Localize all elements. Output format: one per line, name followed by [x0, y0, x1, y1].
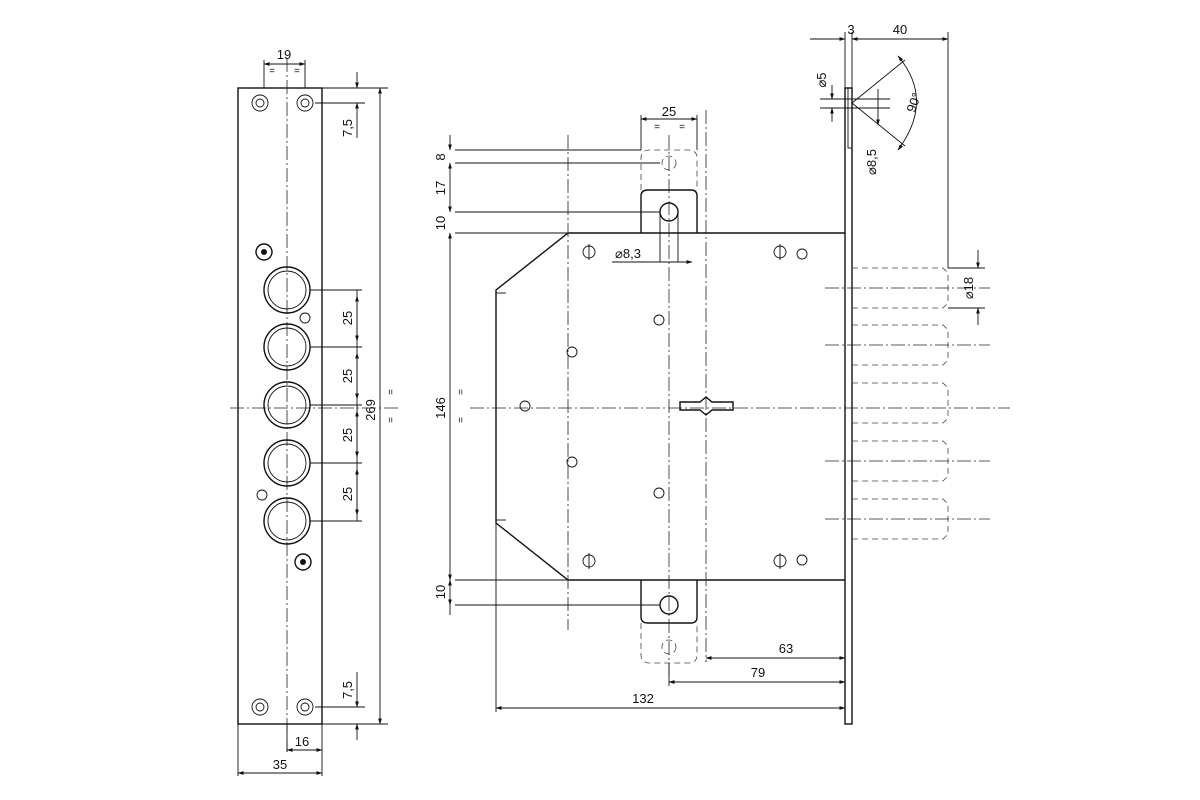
- corner-screw-holes: [251, 94, 314, 716]
- svg-text:=: =: [269, 66, 275, 77]
- dim-lock-bottom: 10: [433, 585, 448, 599]
- dim-plate-bottom-offset: 16: [295, 734, 309, 749]
- dim-plate-height: 269: [363, 399, 378, 421]
- dim-backset-79: 79: [751, 665, 765, 680]
- dim-plate-pitch-4: 25: [340, 487, 355, 501]
- faceplate-small-holes: [255, 243, 312, 571]
- dim-lock-hole-span: 25: [662, 104, 676, 119]
- svg-text:=: =: [386, 389, 397, 395]
- dim-lock-hole-dia: ⌀8,3: [615, 246, 641, 261]
- svg-text:=: =: [386, 417, 397, 423]
- dim-faceplate-thickness: 3: [847, 22, 854, 37]
- dim-plate-top-width: 19: [277, 47, 291, 62]
- dim-bolt-dia: ⌀18: [961, 277, 976, 299]
- dim-backset-63: 63: [779, 641, 793, 656]
- dim-plate-edge-top: 7,5: [340, 119, 355, 137]
- dim-plate-width: 35: [273, 757, 287, 772]
- bolts: [825, 267, 990, 540]
- svg-text:=: =: [456, 417, 467, 423]
- dim-plate-pitch-2: 25: [340, 369, 355, 383]
- dim-lock-height: 146: [433, 397, 448, 419]
- lock-case-outline: [495, 232, 845, 581]
- dim-plate-pitch-1: 25: [340, 311, 355, 325]
- svg-text:=: =: [654, 122, 660, 133]
- bolt-holes: [263, 266, 362, 545]
- svg-text:=: =: [679, 122, 685, 133]
- dim-lock-top-b: 17: [433, 181, 448, 195]
- dim-countersink-angle: 90°: [903, 91, 924, 115]
- faceplate-outline: [237, 87, 323, 725]
- lock-body-view: 25 = = 8 17 10 146 = = 10 ⌀8,3 3: [433, 22, 1010, 725]
- dim-lock-top-c: 10: [433, 216, 448, 230]
- key-slot: [679, 396, 734, 416]
- dim-countersink-dia: ⌀8,5: [864, 149, 879, 175]
- faceplate-side: [844, 87, 853, 725]
- faceplate-view: 19 = = 7,5 25 25 25 25 269 = = 7,5: [230, 47, 400, 776]
- dim-bolt-projection: 40: [893, 22, 907, 37]
- countersink-detail: ⌀5 ⌀8,5 90°: [814, 55, 924, 175]
- dim-case-depth: 132: [632, 691, 654, 706]
- dim-plate-pitch-3: 25: [340, 428, 355, 442]
- dim-screw-dia: ⌀5: [814, 72, 829, 87]
- mounting-tab-bottom: [640, 580, 698, 624]
- svg-text:=: =: [294, 66, 300, 77]
- case-holes: [519, 244, 808, 569]
- dim-lock-top-a: 8: [433, 153, 448, 160]
- svg-text:=: =: [456, 389, 467, 395]
- mounting-tab-top: [640, 189, 698, 233]
- dim-plate-edge-bottom: 7,5: [340, 681, 355, 699]
